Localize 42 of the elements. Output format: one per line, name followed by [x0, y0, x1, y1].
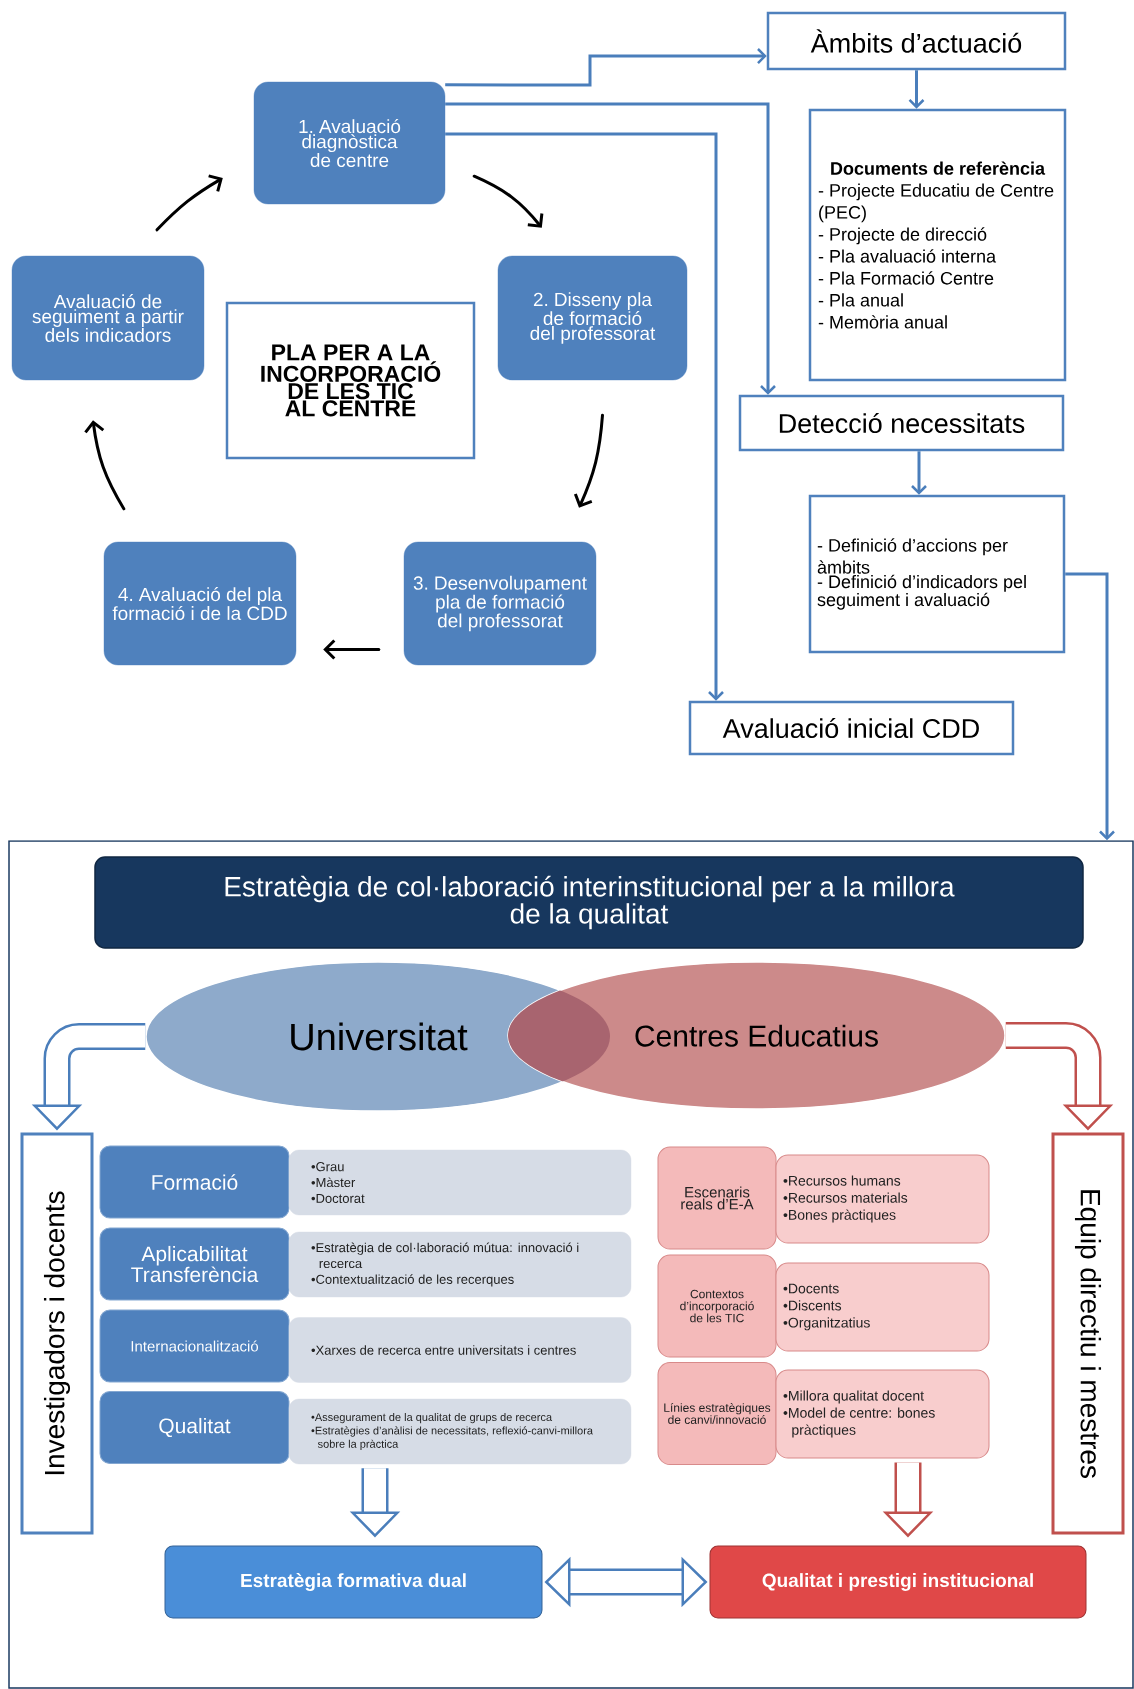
side-label-box: Equip directiu i mestres	[1051, 1132, 1125, 1535]
arrow	[323, 639, 381, 660]
text-box: Àmbits d’actuació	[766, 11, 1067, 71]
arrow	[1065, 572, 1115, 841]
process-box: 3. Desenvolupament pla de formació del professorat	[403, 541, 597, 666]
list-panel: •Millora qualitat docent •Model de centre: bones pràctiques	[775, 1369, 990, 1459]
category-box: Internacionalització	[99, 1309, 290, 1383]
text-box: Detecció necessitats	[738, 394, 1065, 452]
text-box: Documents de referència - Projecte Educatiu de Centre (PEC) - Projecte de direcció - Pla avaluació interna - Pla Formació Centre - Pla anual - Memòria anual	[808, 108, 1067, 382]
arrow	[155, 174, 223, 232]
list-panel: •Xarxes de recerca entre universitats i centres	[288, 1317, 632, 1383]
list-panel: •Docents •Discents •Organitzatius	[775, 1262, 990, 1352]
category-box: Aplicabilitat Transferència	[99, 1227, 290, 1301]
arrow	[472, 174, 544, 228]
list-panel: •Grau •Màster •Doctorat	[288, 1149, 632, 1216]
list-panel: •Estratègia de col·laboració mútua: innovació i recerca •Contextualització de les recerques	[288, 1231, 632, 1298]
arrow	[445, 132, 724, 701]
text-box: Avaluació inicial CDD	[688, 700, 1015, 756]
process-box: 2. Disseny pla de formació del professorat	[497, 255, 688, 381]
frame-box	[8, 840, 1134, 1689]
process-box: 4. Avaluació del pla formació i de la CDD	[103, 541, 297, 666]
result-box: Estratègia formativa dual	[164, 1545, 543, 1619]
category-box: Escenaris reals d’E-A	[657, 1146, 777, 1250]
arrow	[445, 102, 776, 395]
side-label-box: Investigadors i docents	[20, 1132, 94, 1535]
category-box: Formació	[99, 1145, 290, 1219]
arrow	[84, 420, 126, 511]
category-box: Qualitat	[99, 1391, 290, 1464]
arrow	[908, 70, 925, 109]
arrow	[445, 48, 767, 87]
title-box: PLA PER A LA INCORPORACIÓ DE LES TIC AL CENTRE	[225, 301, 476, 460]
process-box: Avaluació de seguiment a partir dels indicadors	[11, 255, 205, 381]
category-box: Línies estratègiques de canvi/innovació	[657, 1362, 777, 1465]
list-panel: •Assegurament de la qualitat de grups de recerca •Estratègies d’anàlisi de necessitats, reflexió-canvi-millora sobre la pràctica	[288, 1398, 632, 1465]
arrow	[911, 451, 927, 495]
result-box: Qualitat i prestigi institucional	[709, 1545, 1087, 1619]
process-box: 1. Avaluació diagnòstica de centre	[253, 81, 446, 205]
text-box: - Definició d’accions per àmbits - Definició d’indicadors pel seguiment i avaluació	[808, 494, 1066, 654]
list-panel: •Recursos humans •Recursos materials •Bones pràctiques	[775, 1154, 990, 1244]
arrow	[573, 413, 604, 508]
banner: Estratègia de col·laboració interinstitucional per a la millora de la qualitat	[94, 856, 1084, 949]
category-box: Contextos d’incorporació de les TIC	[657, 1254, 777, 1358]
